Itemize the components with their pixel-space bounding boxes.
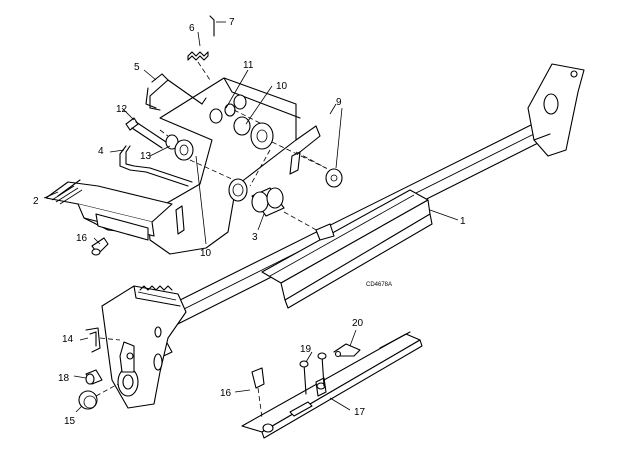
callout-7: 7 <box>229 17 235 28</box>
lynch-pin-part-16-lower <box>251 367 265 419</box>
callout-10-lower: 10 <box>200 248 212 259</box>
callout-5: 5 <box>134 62 140 73</box>
callout-16-upper: 16 <box>76 233 88 244</box>
hairpin-part-20 <box>333 343 361 358</box>
roller-part-3 <box>251 187 285 217</box>
callout-9: 9 <box>336 97 342 108</box>
callout-17: 17 <box>354 407 366 418</box>
bolt-part-12 <box>125 117 167 149</box>
callout-2: 2 <box>33 196 39 207</box>
callout-6: 6 <box>189 23 195 34</box>
bushing-part-18 <box>85 369 103 385</box>
hitch-plate-teeth <box>139 285 173 291</box>
bar-part-17 <box>241 331 423 439</box>
handle-grip-part-2 <box>45 179 173 241</box>
hitch-plate-assembly <box>101 285 187 409</box>
callout-20: 20 <box>352 318 364 329</box>
callout-10-upper: 10 <box>276 81 288 92</box>
pin-part-7 <box>209 15 215 37</box>
cap-part-15 <box>78 383 119 410</box>
callout-19: 19 <box>300 344 312 355</box>
spring-clip-part-14 <box>85 327 121 353</box>
u-bolt-part-4 <box>119 145 193 187</box>
leader-lines <box>43 21 459 413</box>
callout-3: 3 <box>252 232 258 243</box>
pins-part-19 <box>299 352 327 395</box>
callout-labels: 1 2 3 4 5 6 7 9 10 10 11 12 13 14 15 16 … <box>33 17 466 427</box>
bracket-part-5 <box>145 73 207 111</box>
spring-part-6 <box>187 51 211 81</box>
callout-4: 4 <box>98 146 104 157</box>
callout-13: 13 <box>140 151 152 162</box>
washer-part-11 <box>209 94 247 124</box>
callout-12: 12 <box>116 104 128 115</box>
washer-part-9 <box>325 168 343 188</box>
assembly-alignment-lines <box>159 109 335 241</box>
callout-14: 14 <box>62 334 74 345</box>
guard-channel <box>261 189 433 309</box>
callout-15: 15 <box>64 416 76 427</box>
nut-part-13 <box>165 134 194 161</box>
callout-1: 1 <box>460 216 466 227</box>
beam-end-bracket <box>527 63 585 157</box>
carrier-frame <box>147 77 321 255</box>
callout-16-lower: 16 <box>220 388 232 399</box>
callout-11: 11 <box>243 60 254 71</box>
lynch-pin-part-16-upper <box>91 237 109 256</box>
figure-code: CD4678A <box>366 282 392 288</box>
washer-part-10-upper <box>233 116 274 150</box>
callout-18: 18 <box>58 373 70 384</box>
